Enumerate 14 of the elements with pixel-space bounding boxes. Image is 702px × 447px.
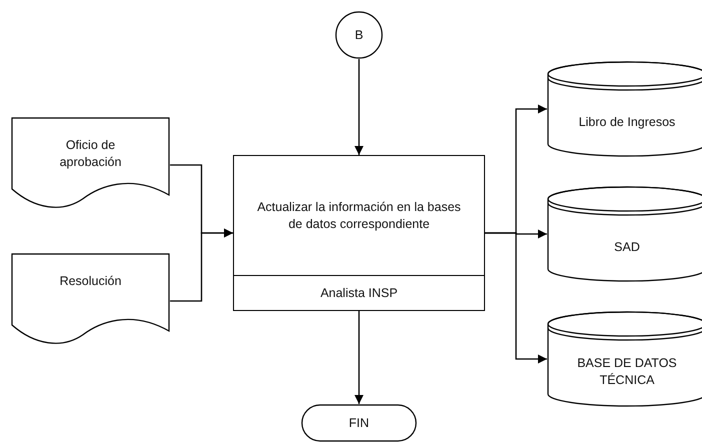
arrow <box>354 59 364 155</box>
node-label: BASE DE DATOS TÉCNICA <box>576 355 678 389</box>
node-label: B <box>354 26 364 44</box>
process-box <box>233 155 485 311</box>
node-label: Oficio de aprobación <box>58 137 122 171</box>
role-label: Analista INSP <box>320 284 398 302</box>
node-label: Libro de Ingresos <box>578 114 676 130</box>
arrow <box>485 232 547 364</box>
node-label: FIN <box>348 414 370 432</box>
arrow <box>170 228 233 302</box>
node-label: Resolución <box>60 273 122 290</box>
process-text: Actualizar la información en la bases de datos correspondiente <box>256 198 462 232</box>
arrow <box>354 311 364 404</box>
node-label: SAD <box>614 238 640 256</box>
